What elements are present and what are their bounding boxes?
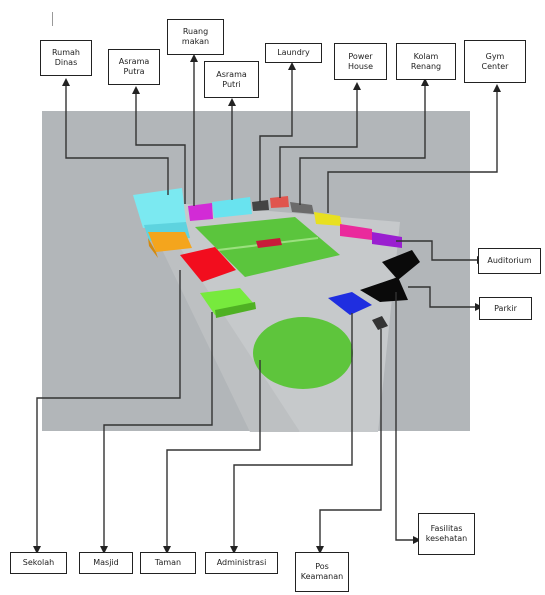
masjid-label: Masjid [79, 552, 133, 574]
laundry-label: Laundry [265, 43, 322, 63]
sports-field [195, 217, 340, 277]
rumah-dinas-label: Rumah Dinas [40, 40, 92, 76]
taman-park [253, 317, 353, 389]
corner-tick [52, 12, 53, 26]
administrasi-connector [233, 313, 353, 548]
pos-keamanan-label: Pos Keamanan [295, 552, 349, 592]
asrama-putri-building [212, 197, 252, 218]
rumah-dinas-building [133, 188, 186, 228]
auditorium-building [372, 232, 402, 248]
arrowhead-asrama-putra [132, 86, 140, 94]
kolam-renang-building [290, 202, 314, 214]
parkir-building-upper [382, 250, 420, 280]
fasilitas-kesehatan-label: Fasilitas kesehatan [418, 513, 475, 555]
gym-center-connector [327, 90, 498, 213]
arrowhead-administrasi [230, 546, 238, 554]
taman-label: Taman [140, 552, 196, 574]
sekolah-connector [36, 270, 181, 548]
masjid-building-side [215, 302, 256, 318]
arrowhead-taman [163, 546, 171, 554]
laundry-building [252, 200, 269, 211]
parkir-label: Parkir [479, 297, 532, 320]
arrowhead-gym-center [493, 84, 501, 92]
rumah-dinas-connector [65, 84, 169, 195]
asrama-putri-label: Asrama Putri [204, 61, 259, 98]
arrowhead-kolam-renang [421, 78, 429, 86]
kolam-renang-connector [299, 84, 426, 205]
gym-center-building [314, 212, 342, 226]
arrowhead-power-house [353, 82, 361, 90]
asrama-putra-connector [135, 92, 186, 204]
ruang-makan-building [188, 203, 213, 221]
fasilitas-kesehatan-building [372, 316, 388, 330]
pos-keamanan-building [328, 292, 372, 315]
arrowhead-sekolah [33, 546, 41, 554]
pos-keamanan-connector [319, 329, 382, 548]
power-house-label: Power House [334, 43, 387, 80]
arrowhead-laundry [288, 62, 296, 70]
power-house-connector [279, 88, 358, 198]
masjid-connector [103, 312, 213, 548]
field-center-block [256, 238, 282, 248]
parkir-connector [408, 286, 477, 308]
sekolah-building [180, 247, 236, 282]
power-house-building [270, 196, 289, 208]
arrowhead-masjid [100, 546, 108, 554]
auditorium-label: Auditorium [478, 248, 541, 274]
orange-building [148, 232, 192, 252]
administrasi-label: Administrasi [205, 552, 278, 574]
pink-building [340, 224, 372, 240]
arrowhead-asrama-putri [228, 98, 236, 106]
arrowhead-rumah-dinas [62, 78, 70, 86]
auditorium-connector [396, 240, 479, 261]
gym-center-label: Gym Center [464, 40, 526, 83]
taman-connector [166, 360, 261, 548]
laundry-connector [259, 68, 293, 202]
connector-lines [36, 60, 498, 548]
arrowhead-pos-keamanan [316, 546, 324, 554]
ruang-makan-label: Ruang makan [167, 19, 224, 55]
fasilitas-kesehatan-connector [395, 292, 415, 541]
kolam-renang-label: Kolam Renang [396, 43, 456, 80]
sekolah-label: Sekolah [10, 552, 67, 574]
orange-building-side [148, 238, 158, 258]
asrama-putra-label: Asrama Putra [108, 49, 160, 85]
arrowhead-ruang-makan [190, 54, 198, 62]
arrowhead-fasilitas-kesehatan [413, 536, 421, 544]
